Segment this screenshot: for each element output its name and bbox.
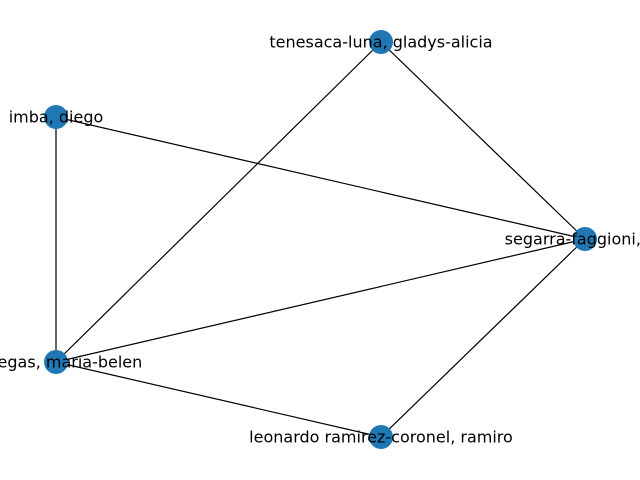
nodes-layer — [44, 30, 597, 449]
node-tenesaca — [369, 30, 393, 54]
edge-tenesaca-ciniegas — [55, 41, 382, 363]
node-segarra — [573, 227, 597, 251]
edge-tenesaca-segarra — [380, 41, 586, 240]
node-ramirez — [369, 425, 393, 449]
edge-imba-segarra — [55, 116, 586, 240]
edge-ciniegas-ramirez — [55, 361, 382, 438]
node-ciniegas — [44, 350, 68, 374]
node-label-segarra: segarra-faggioni, ve — [505, 230, 640, 249]
edge-ramirez-segarra — [380, 238, 586, 438]
labels-layer: tenesaca-luna, gladys-alicia imba, diego s… — [0, 33, 640, 447]
node-label-imba: imba, diego — [9, 108, 104, 127]
node-label-ramirez: leonardo ramirez-coronel, ramiro — [249, 428, 513, 447]
node-label-ciniegas: ciniegas, maria-belen — [0, 353, 142, 372]
node-label-tenesaca: tenesaca-luna, gladys-alicia — [269, 33, 492, 52]
node-imba — [44, 105, 68, 129]
edges-layer — [55, 41, 586, 438]
edge-ciniegas-segarra — [55, 238, 586, 363]
